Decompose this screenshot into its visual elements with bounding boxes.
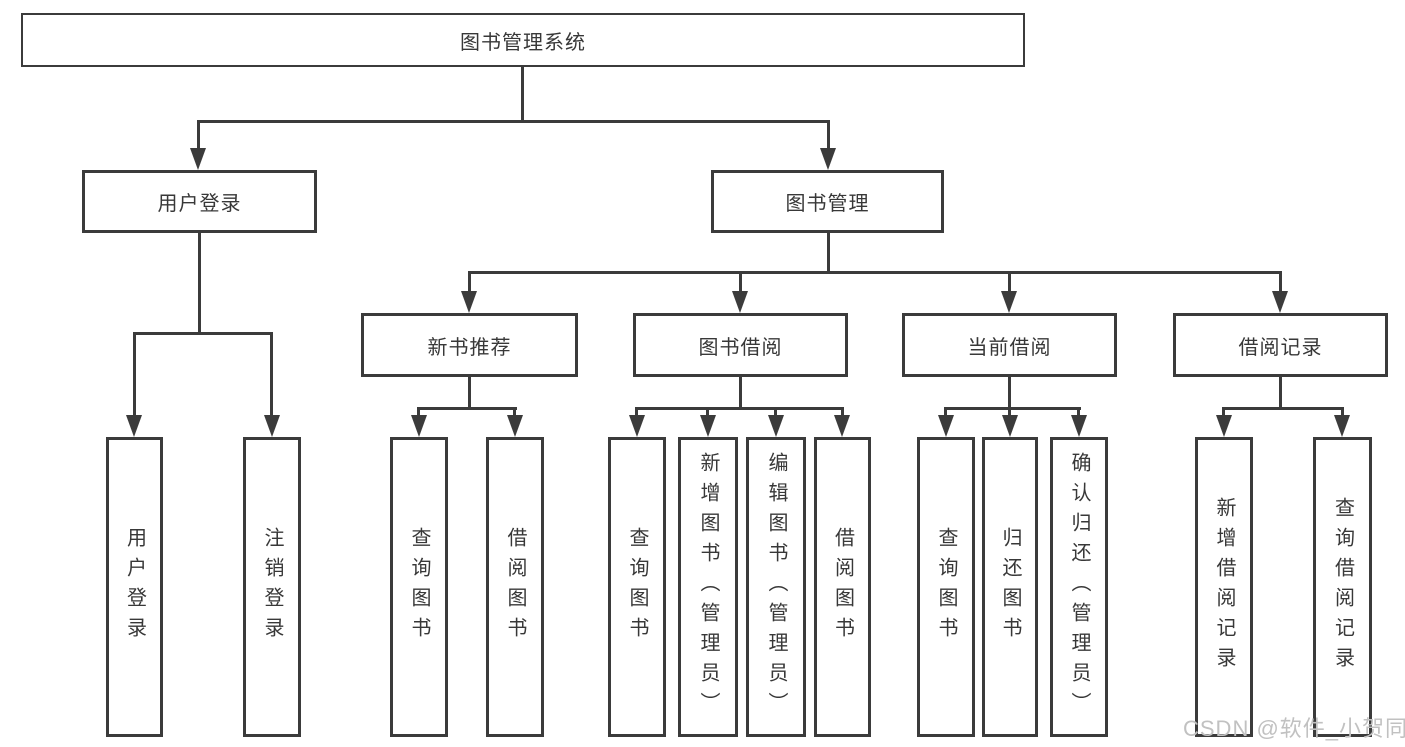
- connector: [706, 407, 709, 417]
- connector: [944, 407, 1081, 410]
- node-label: 查询图书: [408, 527, 430, 647]
- arrow-down-icon: [264, 415, 280, 437]
- connector: [827, 233, 830, 274]
- node-new-book-recommendation: 新书推荐: [361, 313, 578, 377]
- connector: [774, 407, 777, 417]
- arrow-down-icon: [820, 148, 836, 170]
- arrow-down-icon: [1272, 291, 1288, 313]
- node-label: 查询图书: [935, 527, 957, 647]
- leaf-return-books: 归还图书: [982, 437, 1038, 737]
- node-label: 编辑图书（管理员）: [765, 452, 787, 722]
- connector: [468, 377, 471, 410]
- arrow-down-icon: [190, 148, 206, 170]
- connector: [1008, 377, 1011, 410]
- arrow-down-icon: [507, 415, 523, 437]
- arrow-down-icon: [1334, 415, 1350, 437]
- leaf-query-borrow-record: 查询借阅记录: [1313, 437, 1372, 737]
- arrow-down-icon: [1216, 415, 1232, 437]
- connector: [1008, 271, 1011, 293]
- node-label: 确认归还（管理员）: [1068, 452, 1090, 722]
- node-label: 借阅图书: [831, 527, 854, 647]
- node-label: 新增图书（管理员）: [697, 452, 719, 722]
- connector: [1279, 377, 1282, 410]
- arrow-down-icon: [1071, 415, 1087, 437]
- leaf-add-books-admin: 新增图书（管理员）: [678, 437, 738, 737]
- arrow-down-icon: [768, 415, 784, 437]
- leaf-query-books-borrowing: 查询图书: [608, 437, 666, 737]
- connector: [270, 332, 273, 415]
- node-user-login: 用户登录: [82, 170, 317, 233]
- connector: [1279, 271, 1282, 293]
- leaf-add-borrow-record: 新增借阅记录: [1195, 437, 1253, 737]
- node-label: 查询借阅记录: [1331, 497, 1354, 677]
- connector: [197, 120, 200, 150]
- connector: [197, 120, 830, 123]
- arrow-down-icon: [1002, 415, 1018, 437]
- connector: [198, 233, 201, 335]
- connector: [841, 407, 844, 417]
- connector: [739, 271, 742, 293]
- leaf-query-books-recommend: 查询图书: [390, 437, 448, 737]
- connector: [417, 407, 517, 410]
- node-label: 注销登录: [261, 527, 283, 647]
- connector: [1222, 407, 1225, 417]
- leaf-logout: 注销登录: [243, 437, 301, 737]
- connector: [635, 407, 638, 417]
- node-label: 图书管理系统: [460, 31, 586, 54]
- arrow-down-icon: [700, 415, 716, 437]
- connector: [739, 377, 742, 410]
- connector: [1008, 407, 1011, 417]
- csdn-watermark: CSDN @软件_小贺同学: [1183, 716, 1405, 741]
- connector: [468, 271, 471, 293]
- arrow-down-icon: [1001, 291, 1017, 313]
- node-book-management: 图书管理: [711, 170, 944, 233]
- connector: [1222, 407, 1344, 410]
- connector: [1341, 407, 1344, 417]
- connector: [1077, 407, 1080, 417]
- connector: [521, 67, 524, 120]
- leaf-user-login: 用户登录: [106, 437, 163, 737]
- node-label: 图书管理: [785, 193, 870, 215]
- node-label: 新书推荐: [427, 336, 512, 359]
- node-label: 归还图书: [999, 527, 1021, 647]
- arrow-down-icon: [461, 291, 477, 313]
- node-label: 查询图书: [626, 527, 648, 647]
- leaf-borrow-books-recommend: 借阅图书: [486, 437, 544, 737]
- node-borrowing-records: 借阅记录: [1173, 313, 1388, 377]
- connector: [133, 332, 272, 335]
- node-label: 用户登录: [157, 193, 242, 215]
- node-label: 借阅图书: [504, 527, 526, 647]
- arrow-down-icon: [834, 415, 850, 437]
- leaf-edit-books-admin: 编辑图书（管理员）: [746, 437, 806, 737]
- connector: [827, 120, 830, 150]
- node-label: 图书借阅: [698, 336, 783, 359]
- connector: [513, 407, 516, 417]
- connector: [944, 407, 947, 417]
- node-label: 用户登录: [123, 527, 146, 647]
- connector: [133, 332, 136, 415]
- arrow-down-icon: [938, 415, 954, 437]
- arrow-down-icon: [629, 415, 645, 437]
- node-label: 新增借阅记录: [1213, 497, 1235, 677]
- node-book-borrowing: 图书借阅: [633, 313, 848, 377]
- connector: [417, 407, 420, 417]
- arrow-down-icon: [732, 291, 748, 313]
- node-label: 借阅记录: [1238, 336, 1323, 359]
- node-current-borrowing: 当前借阅: [902, 313, 1117, 377]
- arrow-down-icon: [126, 415, 142, 437]
- leaf-confirm-return-admin: 确认归还（管理员）: [1050, 437, 1108, 737]
- node-label: 当前借阅: [967, 336, 1052, 359]
- arrow-down-icon: [411, 415, 427, 437]
- node-library-management-system: 图书管理系统: [21, 13, 1025, 67]
- connector: [635, 407, 844, 410]
- leaf-borrow-books: 借阅图书: [814, 437, 871, 737]
- connector: [468, 271, 1281, 274]
- leaf-query-books-current: 查询图书: [917, 437, 975, 737]
